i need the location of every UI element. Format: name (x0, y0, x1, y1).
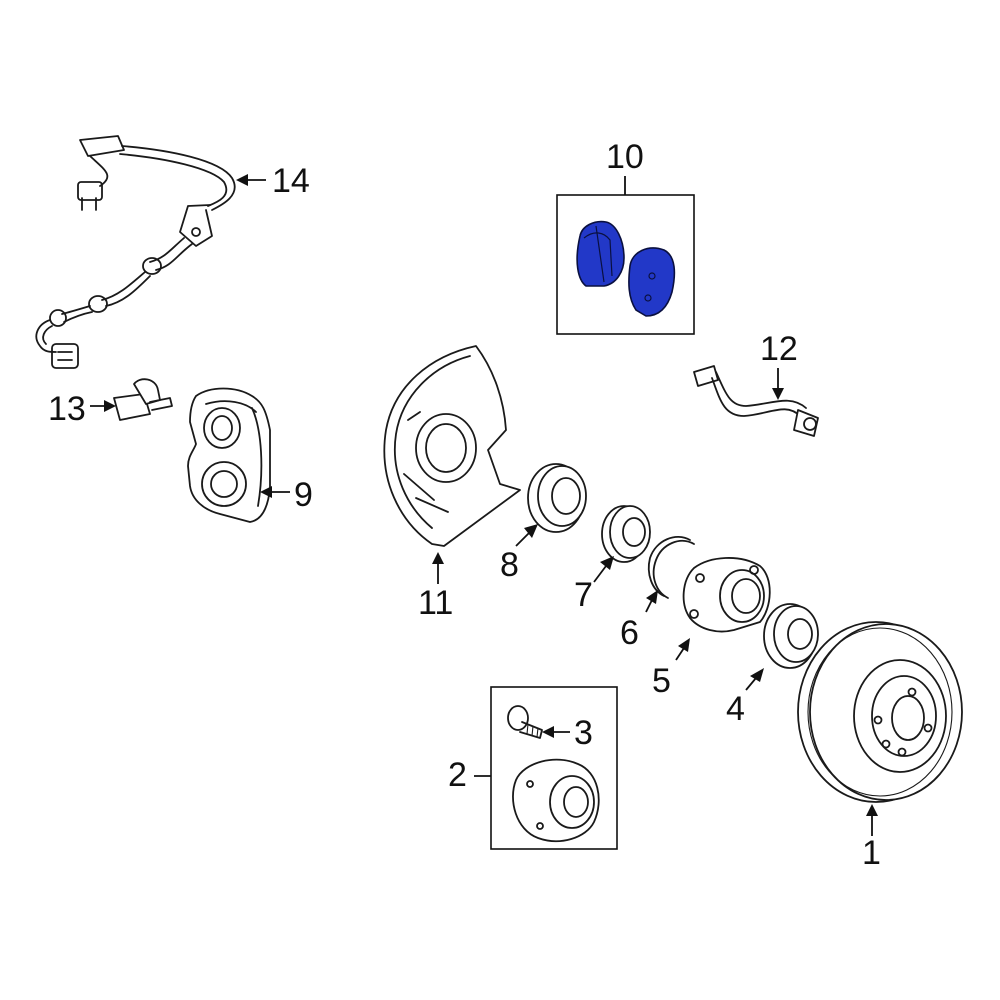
part-12-brake-hose[interactable] (693, 365, 819, 437)
callout-14: 14 (272, 162, 310, 200)
callout-1: 1 (862, 834, 881, 872)
callout-8: 8 (500, 546, 519, 584)
callout-13: 13 (48, 390, 86, 428)
part-1-brake-rotor[interactable] (797, 621, 963, 803)
callout-9: 9 (294, 476, 313, 514)
callout-labels: 14 13 9 10 12 11 8 7 6 5 4 3 2 1 (48, 138, 881, 872)
callout-2: 2 (448, 756, 467, 794)
part-6-snap-ring[interactable] (647, 536, 695, 599)
part-5-hub-housing[interactable] (682, 557, 771, 633)
part-2-wheel-hub[interactable] (490, 686, 618, 850)
part-11-dust-shield[interactable] (383, 345, 521, 547)
callout-4: 4 (726, 690, 745, 728)
part-14-abs-wire-harness[interactable] (35, 135, 236, 369)
callout-7: 7 (574, 576, 593, 614)
part-8-oil-seal[interactable] (527, 463, 587, 533)
part-3-wheel-stud[interactable] (507, 705, 543, 739)
leader-lines (90, 174, 878, 836)
callout-3: 3 (574, 714, 593, 752)
callout-6: 6 (620, 614, 639, 652)
callout-5: 5 (652, 662, 671, 700)
part-9-caliper[interactable] (187, 387, 271, 523)
part-13-abs-sensor[interactable] (113, 378, 173, 421)
callout-10: 10 (606, 138, 644, 176)
callout-11: 11 (418, 584, 453, 622)
callout-12: 12 (760, 330, 798, 368)
part-7-inner-bearing[interactable] (601, 505, 651, 563)
part-10-brake-pad-set[interactable] (556, 194, 695, 335)
part-4-outer-bearing[interactable] (763, 603, 819, 669)
